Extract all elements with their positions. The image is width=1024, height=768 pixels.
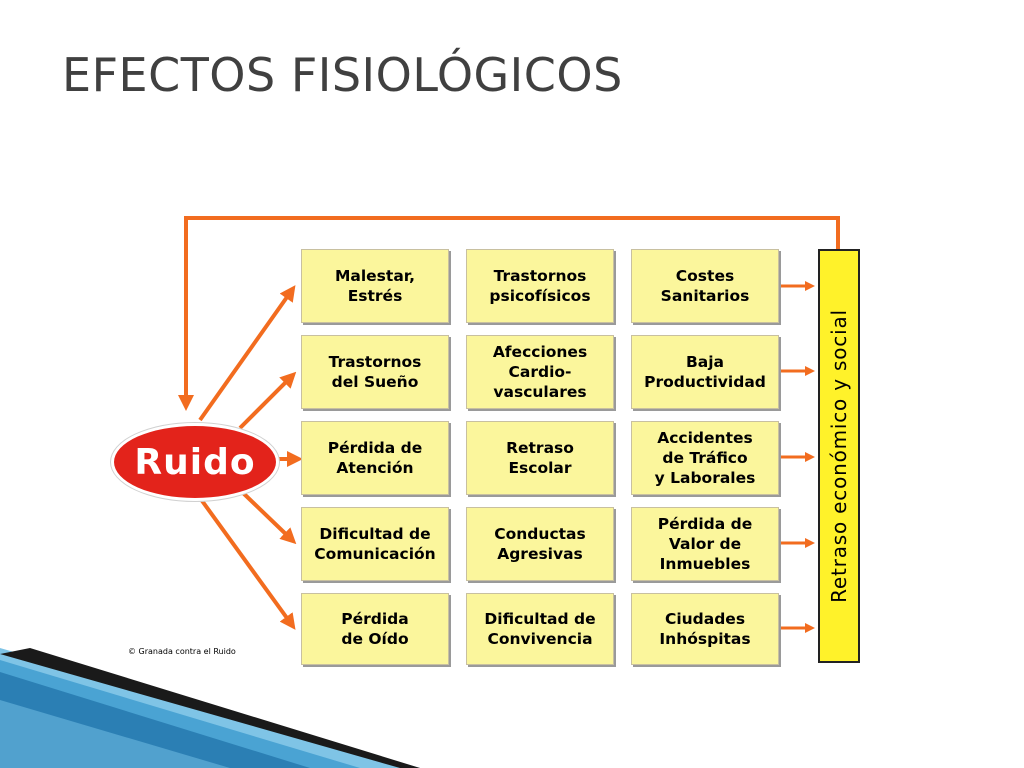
effect-box: Afecciones Cardio- vasculares	[466, 335, 614, 409]
effect-box: Dificultad de Comunicación	[301, 507, 449, 581]
effect-box: Dificultad de Convivencia	[466, 593, 614, 665]
copyright-note: © Granada contra el Ruido	[128, 647, 236, 656]
arrow-ruido-row4	[238, 488, 297, 545]
effect-box: Pérdida de Valor de Inmuebles	[631, 507, 779, 581]
effect-box: Pérdida de Atención	[301, 421, 449, 495]
effect-box: Retraso Escolar	[466, 421, 614, 495]
effect-box: Accidentes de Tráfico y Laborales	[631, 421, 779, 495]
feedback-arrow	[178, 216, 840, 411]
retraso-node: Retraso económico y social	[818, 249, 860, 663]
effect-box: Costes Sanitarios	[631, 249, 779, 323]
effect-box: Conductas Agresivas	[466, 507, 614, 581]
effect-box: Baja Productividad	[631, 335, 779, 409]
slide-title: EFECTOS FISIOLÓGICOS	[62, 48, 623, 102]
arrow-ruido-row5	[198, 496, 296, 630]
effect-box: Trastornos psicofísicos	[466, 249, 614, 323]
effect-box: Malestar, Estrés	[301, 249, 449, 323]
ruido-node: Ruido	[111, 423, 279, 501]
effect-box: Trastornos del Sueño	[301, 335, 449, 409]
effect-box: Ciudades Inhóspitas	[631, 593, 779, 665]
arrow-ruido-row1	[198, 285, 296, 422]
arrow-ruido-row2	[238, 371, 297, 430]
retraso-label: Retraso económico y social	[827, 309, 851, 603]
effect-box: Pérdida de Oído	[301, 593, 449, 665]
